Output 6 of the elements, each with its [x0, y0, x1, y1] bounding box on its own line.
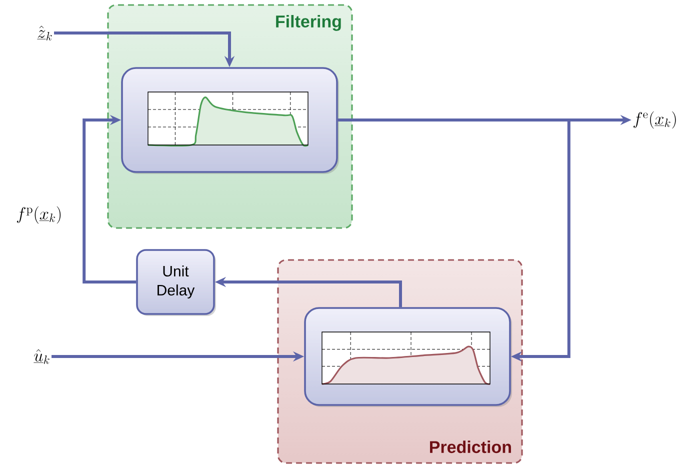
delay-box: Unit Delay [136, 249, 216, 316]
math-label: $\hat{\underline{z}}_k$ [37, 26, 52, 40]
arrow [82, 114, 136, 284]
math-label: $f^{\mathrm{e}}(\underline{x}_k)$ [634, 111, 676, 129]
math-label: $\hat{\underline{u}}_k$ [34, 349, 50, 364]
edge-label: $f^{\mathrm{p}}(\underline{x}_k)$ [16, 206, 61, 224]
